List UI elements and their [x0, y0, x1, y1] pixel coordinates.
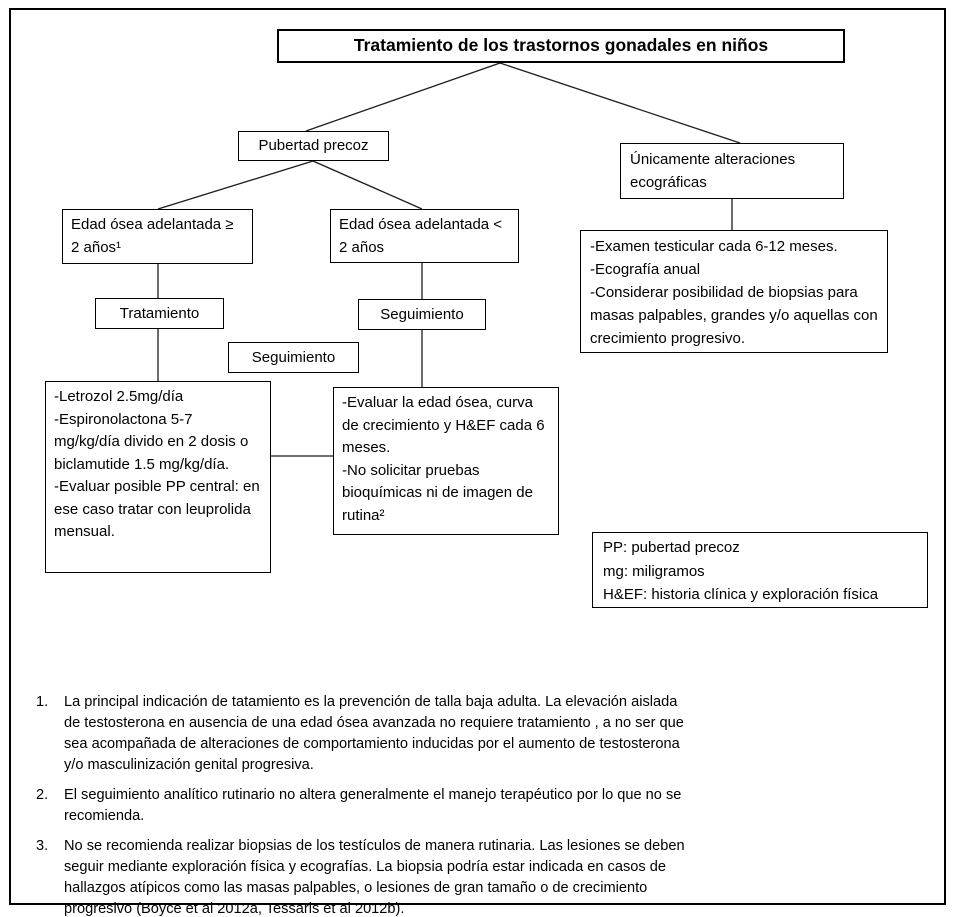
footnote-text: El seguimiento analítico rutinario no al…	[64, 787, 682, 824]
detalle-ecografias-item: -Examen testicular cada 6-12 meses.	[590, 238, 838, 255]
footnote-number: 3.	[36, 838, 49, 854]
footnote-text: No se recomienda realizar biopsias de lo…	[64, 838, 685, 917]
detalle-seguimiento-item: -Evaluar la edad ósea, curva de crecimie…	[342, 394, 545, 456]
detalle-ecografias-item: -Ecografía anual	[590, 261, 701, 278]
node-tratamiento: Tratamiento	[95, 298, 224, 329]
detalle-tratamiento-item: -Espironolactona 5-7 mg/kg/día divido en…	[54, 410, 249, 473]
node-edad-osea-menor-2: Edad ósea adelantada < 2 años	[330, 209, 519, 263]
node-pubertad-precoz: Pubertad precoz	[238, 131, 389, 161]
footnotes-list: 1. La principal indicación de tatamiento…	[36, 692, 688, 917]
footnote-item: 2. El seguimiento analítico rutinario no…	[36, 785, 688, 827]
footnote-number: 2.	[36, 787, 49, 803]
node-seguimiento-right: Seguimiento	[358, 299, 486, 330]
node-seguimiento-mid: Seguimiento	[228, 342, 359, 373]
footnote-item: 3. No se recomienda realizar biopsias de…	[36, 836, 688, 917]
node-detalle-tratamiento: -Letrozol 2.5mg/día -Espironolactona 5-7…	[45, 381, 271, 573]
node-unicamente-alteraciones-ecograficas: Únicamente alteraciones ecográficas	[620, 143, 844, 199]
node-detalle-seguimiento: -Evaluar la edad ósea, curva de crecimie…	[333, 387, 559, 535]
legend-box: PP: pubertad precoz mg: miligramos H&EF:…	[592, 532, 928, 608]
detalle-tratamiento-item: -Evaluar posible PP central: en ese caso…	[54, 478, 260, 540]
detalle-seguimiento-item: -No solicitar pruebas bioquímicas ni de …	[342, 461, 533, 524]
node-detalle-ecografias: -Examen testicular cada 6-12 meses. -Eco…	[580, 230, 888, 353]
legend-item: mg: miligramos	[603, 562, 705, 580]
legend-item: PP: pubertad precoz	[603, 539, 740, 556]
footnote-text: La principal indicación de tatamiento es…	[64, 694, 684, 773]
detalle-tratamiento-item: -Letrozol 2.5mg/día	[54, 388, 184, 405]
footnote-item: 1. La principal indicación de tatamiento…	[36, 692, 688, 776]
node-edad-osea-mayor-2: Edad ósea adelantada ≥ 2 años¹	[62, 209, 253, 264]
title-box: Tratamiento de los trastornos gonadales …	[277, 29, 845, 63]
detalle-ecografias-item: -Considerar posibilidad de biopsias para…	[590, 284, 878, 347]
legend-item: H&EF: historia clínica y exploración fís…	[603, 586, 879, 603]
footnote-number: 1.	[36, 694, 49, 710]
